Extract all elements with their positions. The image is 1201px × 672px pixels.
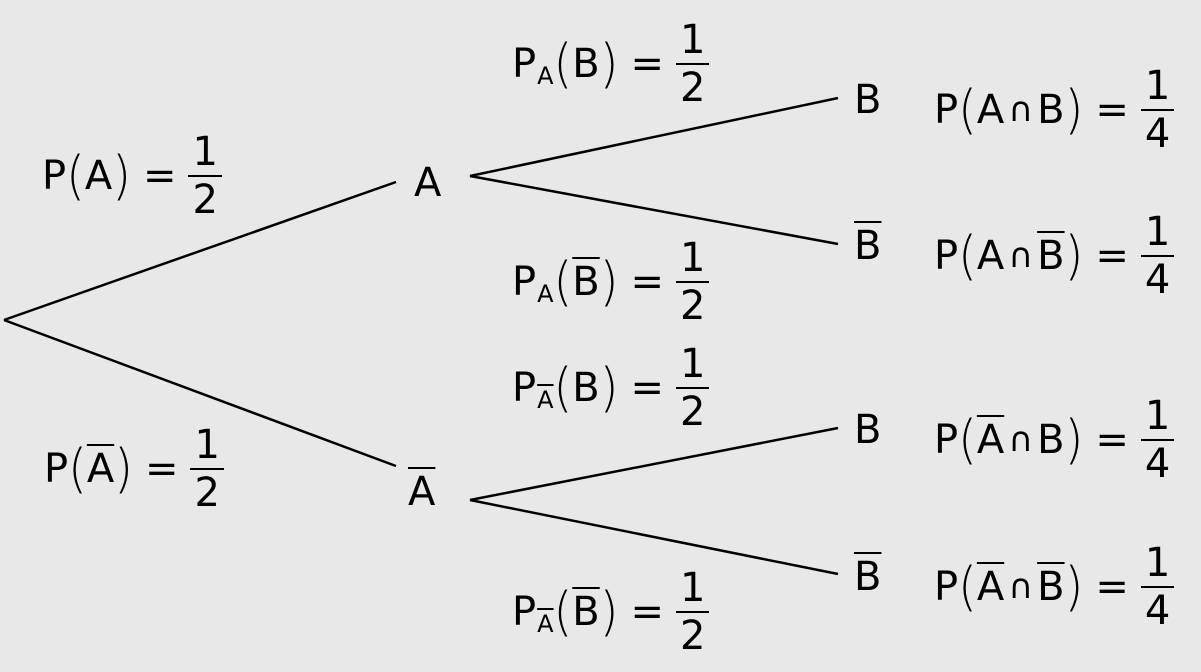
label-p-a-bar: P ( A ) = 1 2 bbox=[44, 425, 224, 513]
result-a-and-b-bar: P ( A ∩ B ) = 1 4 bbox=[934, 212, 1175, 300]
node-a-bar: A bbox=[408, 469, 436, 515]
branch-a-b bbox=[469, 96, 839, 178]
branch-root-a bbox=[3, 180, 397, 322]
branch-root-a-bar bbox=[3, 318, 397, 468]
label-pa-b: P A ( B ) = 1 2 bbox=[512, 20, 710, 108]
node-b-top: B bbox=[854, 77, 882, 123]
node-b-bottom: B bbox=[854, 407, 882, 453]
branch-a-b-bar bbox=[469, 174, 839, 246]
node-b-bar-top: B bbox=[854, 223, 882, 269]
branch-a-bar-b-bar bbox=[469, 498, 839, 576]
node-b-bar-bottom: B bbox=[854, 554, 882, 600]
node-a: A bbox=[414, 160, 442, 206]
result-a-bar-and-b: P ( A ∩ B ) = 1 4 bbox=[934, 396, 1175, 484]
result-a-and-b: P ( A ∩ B ) = 1 4 bbox=[934, 66, 1175, 154]
branch-a-bar-b bbox=[469, 426, 839, 502]
result-a-bar-and-b-bar: P ( A ∩ B ) = 1 4 bbox=[934, 543, 1175, 631]
label-pabar-b-bar: P A ( B ) = 1 2 bbox=[512, 568, 710, 656]
label-pa-b-bar: P A ( B ) = 1 2 bbox=[512, 238, 710, 326]
label-pabar-b: P A ( B ) = 1 2 bbox=[512, 344, 710, 432]
label-p-a: P ( A ) = 1 2 bbox=[42, 132, 222, 220]
